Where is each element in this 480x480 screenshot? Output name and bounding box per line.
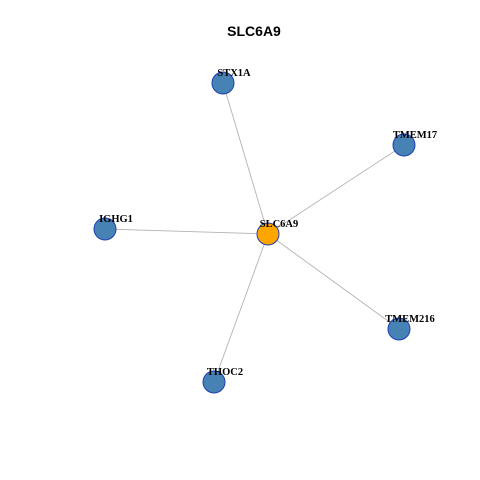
edge-slc6a9-stx1a: [222, 82, 269, 235]
edge-slc6a9-tmem216: [267, 233, 400, 330]
node-ighg1: [93, 217, 117, 241]
node-label-ighg1: IGHG1: [99, 214, 133, 225]
node-label-stx1a: STX1A: [217, 68, 251, 79]
node-slc6a9: [256, 222, 280, 246]
node-label-slc6a9: SLC6A9: [260, 219, 299, 230]
diagram-title: SLC6A9: [227, 23, 281, 39]
edge-slc6a9-ighg1: [104, 228, 269, 235]
node-thoc2: [202, 370, 226, 394]
node-label-tmem216: TMEM216: [385, 314, 435, 325]
edge-slc6a9-thoc2: [213, 233, 269, 383]
nodes-layer: [93, 71, 416, 394]
node-stx1a: [211, 71, 235, 95]
node-label-tmem17: TMEM17: [393, 130, 437, 141]
node-tmem17: [392, 133, 416, 157]
node-tmem216: [387, 317, 411, 341]
node-label-thoc2: THOC2: [207, 367, 243, 378]
edges-layer: [104, 82, 405, 383]
edge-slc6a9-tmem17: [267, 144, 405, 235]
